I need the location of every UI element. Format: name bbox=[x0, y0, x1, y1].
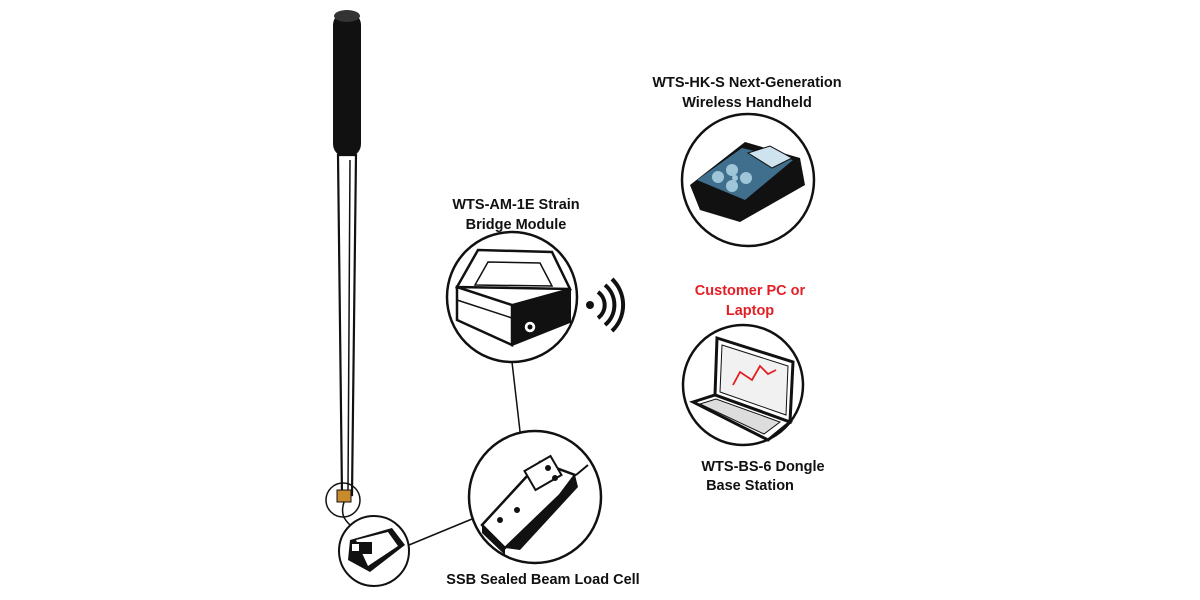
sensor-patch-callout bbox=[325, 482, 361, 518]
strain-bridge-label-line1: WTS-AM-1E Strain bbox=[452, 197, 580, 213]
pc-label-line2: Laptop bbox=[725, 303, 775, 319]
putter-head-callout bbox=[338, 515, 410, 587]
golf-club-illustration bbox=[333, 10, 361, 526]
load-cell-label: SSB Sealed Beam Load Cell bbox=[446, 572, 640, 588]
connector-putter-to-loadcell bbox=[408, 518, 473, 546]
handheld-label-line2: Wireless Handheld bbox=[682, 95, 812, 111]
club-shaft bbox=[336, 153, 358, 497]
strain-bridge-label-line2: Bridge Module bbox=[465, 217, 567, 233]
club-grip bbox=[333, 12, 361, 157]
strain-gauge-patch bbox=[336, 489, 352, 503]
dongle-label-line2: Base Station bbox=[706, 478, 794, 494]
load-cell-illustration bbox=[467, 429, 603, 565]
wireless-signal-icon bbox=[586, 277, 626, 333]
pc-label-line1: Customer PC or bbox=[694, 283, 806, 299]
handheld-label-line1: WTS-HK-S Next-Generation bbox=[652, 75, 842, 91]
laptop-illustration bbox=[681, 323, 805, 447]
dongle-label-line1: WTS-BS-6 Dongle bbox=[701, 459, 825, 475]
connector-module-to-loadcell bbox=[511, 361, 522, 441]
strain-bridge-module-illustration bbox=[445, 230, 579, 364]
wireless-handheld-illustration bbox=[680, 112, 816, 248]
